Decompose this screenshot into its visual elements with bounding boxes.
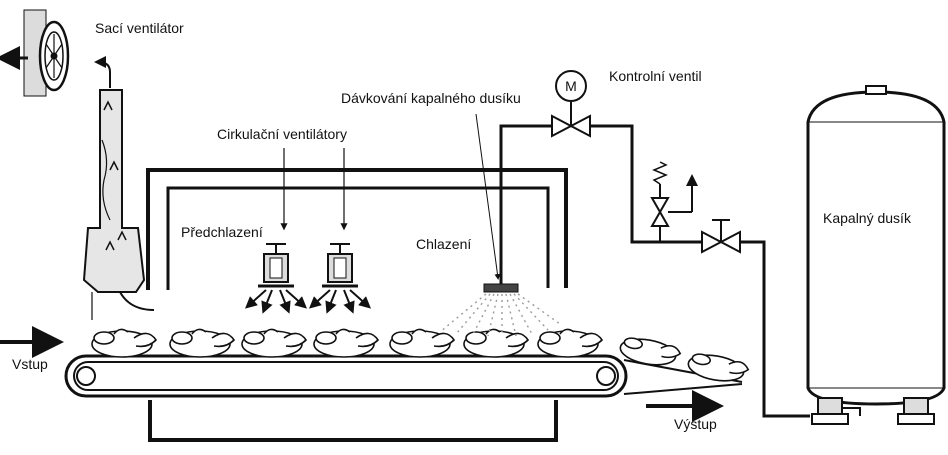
fan-icon	[23, 9, 70, 97]
exhaust-stack	[82, 89, 155, 320]
chicken-icon	[91, 328, 750, 382]
nitrogen-dosing-label: Dávkování kapalného dusíku	[341, 90, 521, 106]
liquid-nitrogen-label: Kapalný dusík	[823, 210, 911, 226]
cooling-label: Chlazení	[416, 236, 472, 252]
fan-icon	[322, 243, 358, 288]
spray-mist	[439, 293, 561, 337]
airflow-arrows	[245, 289, 371, 314]
valve-icon	[551, 102, 591, 138]
nitrogen-tank	[806, 85, 946, 425]
nozzle-icon	[483, 270, 519, 293]
circulation-fans-label: Cirkulační ventilátory	[217, 126, 347, 142]
fan-icon	[258, 243, 294, 288]
precooling-label: Předchlazení	[181, 224, 263, 240]
tunnel-hood	[146, 168, 568, 290]
lower-frame	[148, 400, 558, 442]
valve-icon	[701, 219, 741, 254]
suction-fan-label: Sací ventilátor	[95, 20, 184, 36]
control-valve-label: Kontrolní ventil	[609, 68, 702, 84]
input-label: Vstup	[12, 356, 48, 372]
nitrogen-pipe	[499, 124, 810, 418]
motor-symbol: M	[565, 78, 577, 94]
output-label: Výstup	[674, 416, 717, 432]
motor-icon: M	[555, 70, 587, 102]
relief-valve	[650, 161, 698, 242]
